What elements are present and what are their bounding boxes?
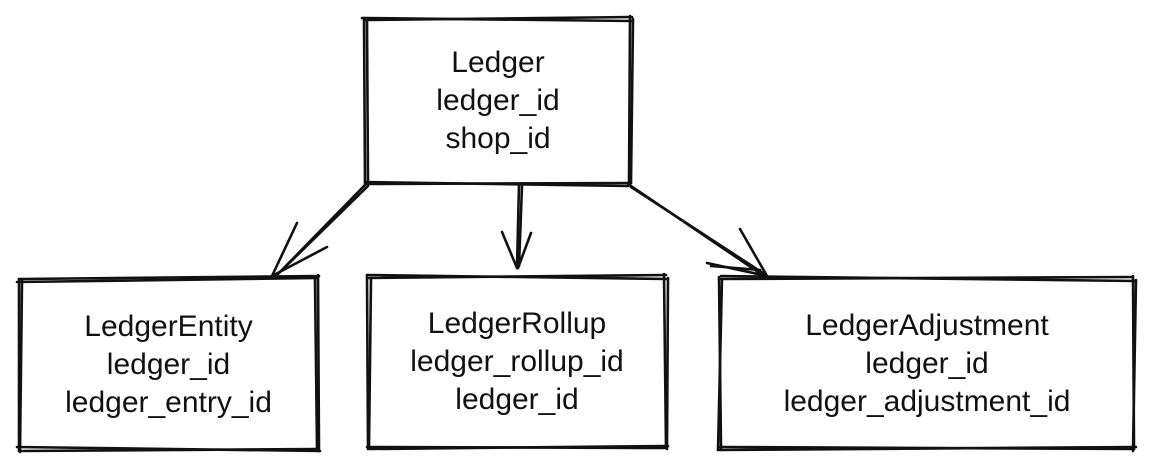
- ledger-entity-field-ledger-entry-id: ledger_entry_id: [65, 386, 272, 419]
- ledger-entity-node-label: LedgerEntity ledger_id ledger_entry_id: [20, 280, 317, 450]
- ledger-adjustment-field-ledger-adjustment-id: ledger_adjustment_id: [783, 385, 1071, 418]
- ledger-adjustment-field-ledger-id: ledger_id: [865, 347, 989, 380]
- ledger-adjustment-node-label: LedgerAdjustment ledger_id ledger_adjust…: [721, 279, 1133, 449]
- ledger-node-label: Ledger ledger_id shop_id: [366, 20, 630, 182]
- ledger-rollup-node-label: LedgerRollup ledger_rollup_id ledger_id: [369, 277, 665, 447]
- ledger-box[interactable]: [360, 14, 635, 188]
- ledger-field-shop-id: shop_id: [445, 122, 551, 155]
- arrow-ledger-to-ledger-adjustment: [626, 182, 769, 278]
- ledger-rollup-box[interactable]: [365, 272, 670, 451]
- ledger-entity-field-ledger-id: ledger_id: [106, 348, 231, 381]
- ledger-entity-box[interactable]: [15, 273, 322, 454]
- ledger-title: Ledger: [451, 46, 545, 79]
- ledger-rollup-title: LedgerRollup: [427, 307, 607, 340]
- ledger-rollup-field-ledger-id: ledger_id: [455, 383, 579, 416]
- arrow-ledger-to-ledger-entity: [270, 182, 370, 278]
- ledger-entity-title: LedgerEntity: [84, 310, 253, 343]
- ledger-adjustment-box[interactable]: [716, 274, 1138, 453]
- ledger-field-ledger-id: ledger_id: [436, 84, 560, 117]
- ledger-rollup-field-ledger-rollup-id: ledger_rollup_id: [410, 345, 624, 378]
- ledger-adjustment-title: LedgerAdjustment: [805, 309, 1049, 342]
- arrow-ledger-to-ledger-rollup: [500, 182, 533, 270]
